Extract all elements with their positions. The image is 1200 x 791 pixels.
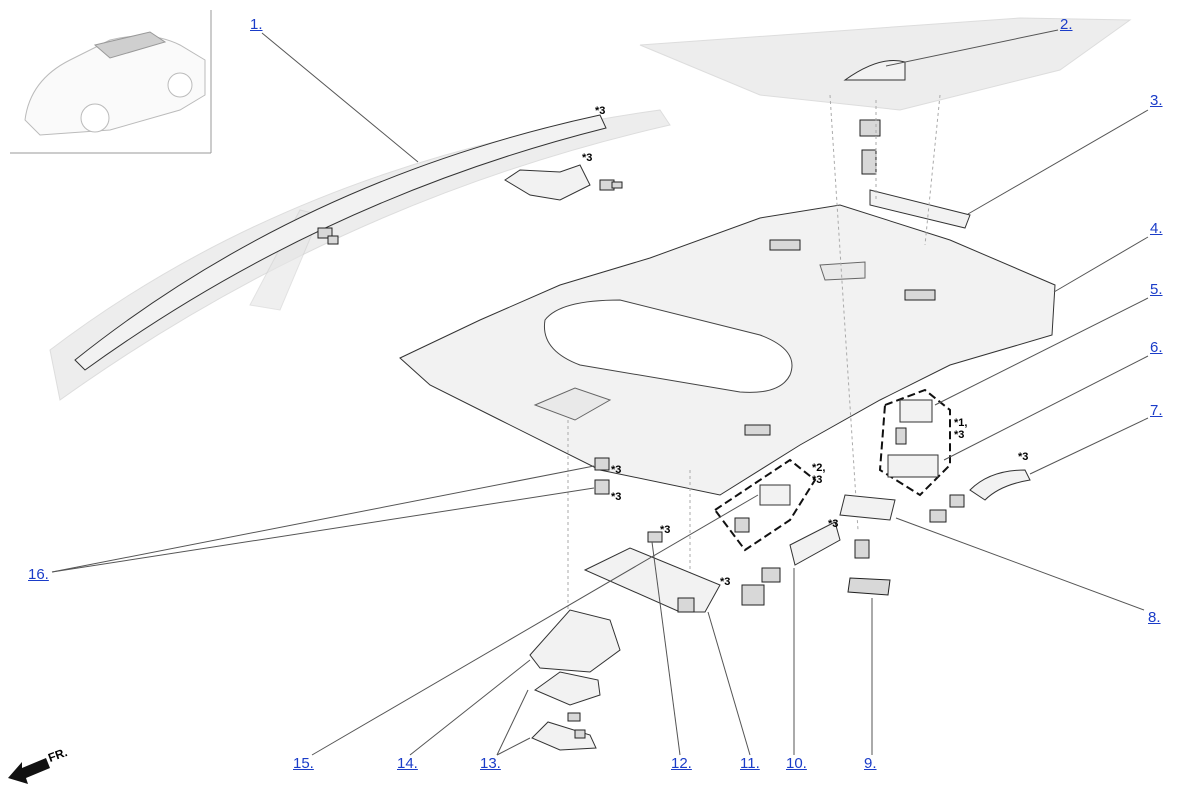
front-lamp-housing bbox=[759, 484, 791, 506]
leader-1 bbox=[261, 32, 419, 163]
callout-2[interactable]: 2. bbox=[1060, 16, 1073, 33]
room-lamp-bolt bbox=[854, 539, 870, 559]
callout-3[interactable]: 3. bbox=[1150, 92, 1163, 109]
rear-lamp-screw bbox=[895, 427, 907, 445]
callout-11[interactable]: 11. bbox=[740, 755, 760, 772]
leader-3 bbox=[967, 109, 1149, 215]
leader-12 bbox=[651, 541, 681, 756]
console-switch bbox=[567, 712, 581, 722]
visor-clip-2 bbox=[761, 567, 781, 583]
headliner-clip-2 bbox=[594, 479, 610, 495]
note-3-clip-a: *3 bbox=[611, 464, 622, 476]
rear-assist-grip bbox=[969, 469, 1031, 501]
callout-15[interactable]: 15. bbox=[293, 755, 314, 772]
callout-5[interactable]: 5. bbox=[1150, 281, 1163, 298]
curtain-airbag-bracket bbox=[504, 164, 591, 201]
console-switch-2 bbox=[574, 729, 586, 739]
note-3-grip: *3 bbox=[1018, 451, 1029, 463]
overhead-console bbox=[529, 609, 621, 673]
leader-13a bbox=[496, 689, 529, 756]
callout-10[interactable]: 10. bbox=[786, 755, 807, 772]
grip-clip bbox=[929, 509, 947, 523]
note-1-3: *1, *3 bbox=[954, 417, 968, 441]
callout-12[interactable]: 12. bbox=[671, 755, 692, 772]
room-lamp bbox=[839, 494, 896, 521]
grab-recess bbox=[769, 239, 801, 251]
room-lamp-lens bbox=[847, 577, 891, 596]
leader-11 bbox=[707, 611, 751, 756]
airbag-bolt-1 bbox=[599, 179, 623, 191]
roof-bracket bbox=[869, 189, 971, 229]
callout-14[interactable]: 14. bbox=[397, 755, 418, 772]
rear-lamp-housing bbox=[899, 399, 933, 423]
callout-7[interactable]: 7. bbox=[1150, 402, 1163, 419]
leader-8 bbox=[895, 517, 1145, 611]
callout-9[interactable]: 9. bbox=[864, 755, 877, 772]
headliner-panel bbox=[533, 387, 612, 421]
leader-7 bbox=[1029, 417, 1149, 475]
visor-holder bbox=[789, 521, 841, 566]
group-box-rear bbox=[878, 388, 951, 497]
rear-lamp-lens bbox=[887, 454, 939, 478]
note-3-clip-b: *3 bbox=[611, 491, 622, 503]
callout-1[interactable]: 1. bbox=[250, 16, 263, 33]
lamp-recess bbox=[744, 424, 771, 436]
note-3-bolt: *3 bbox=[582, 152, 593, 164]
callout-6[interactable]: 6. bbox=[1150, 339, 1163, 356]
callout-8[interactable]: 8. bbox=[1148, 609, 1161, 626]
note-3-visor: *3 bbox=[720, 576, 731, 588]
grip-clip-2 bbox=[949, 494, 965, 508]
antenna-bolt bbox=[861, 149, 877, 175]
front-lamp-screw bbox=[734, 517, 750, 533]
note-3-airbag: *3 bbox=[595, 105, 606, 117]
curtain-airbag bbox=[74, 114, 607, 371]
sun-visor bbox=[583, 547, 721, 613]
console-lens bbox=[531, 721, 597, 751]
leader-6 bbox=[943, 355, 1149, 461]
leader-5 bbox=[934, 297, 1149, 406]
headliner-clip bbox=[594, 457, 610, 471]
visor-hinge bbox=[677, 597, 695, 613]
callout-16[interactable]: 16. bbox=[28, 566, 49, 583]
guide-line-3 bbox=[924, 94, 941, 246]
guide-line bbox=[829, 94, 859, 531]
group-box-front bbox=[713, 458, 817, 552]
leader-16a bbox=[51, 465, 595, 573]
sunroof-opening bbox=[543, 299, 793, 393]
airbag-bolt-2 bbox=[317, 227, 339, 245]
visor-clip bbox=[741, 584, 765, 606]
headliner-cutout bbox=[819, 261, 866, 281]
callout-13[interactable]: 13. bbox=[480, 755, 501, 772]
note-2-3: *2, *3 bbox=[812, 462, 826, 486]
leader-13b bbox=[496, 737, 531, 756]
note-3-holder: *3 bbox=[828, 518, 839, 530]
leader-2 bbox=[885, 29, 1059, 67]
vehicle-location-inset bbox=[10, 10, 212, 154]
front-direction-arrow bbox=[8, 758, 50, 784]
visor-cover bbox=[647, 531, 663, 543]
callout-4[interactable]: 4. bbox=[1150, 220, 1163, 237]
leader-4 bbox=[1053, 236, 1149, 293]
grab-recess-2 bbox=[904, 289, 936, 301]
body-pillar-ghost bbox=[49, 109, 671, 401]
leader-15 bbox=[311, 494, 759, 756]
leader-14 bbox=[409, 659, 531, 756]
antenna-base bbox=[859, 119, 881, 137]
console-lamp bbox=[533, 671, 601, 706]
leader-16b bbox=[51, 487, 595, 573]
note-3-cover: *3 bbox=[660, 524, 671, 536]
